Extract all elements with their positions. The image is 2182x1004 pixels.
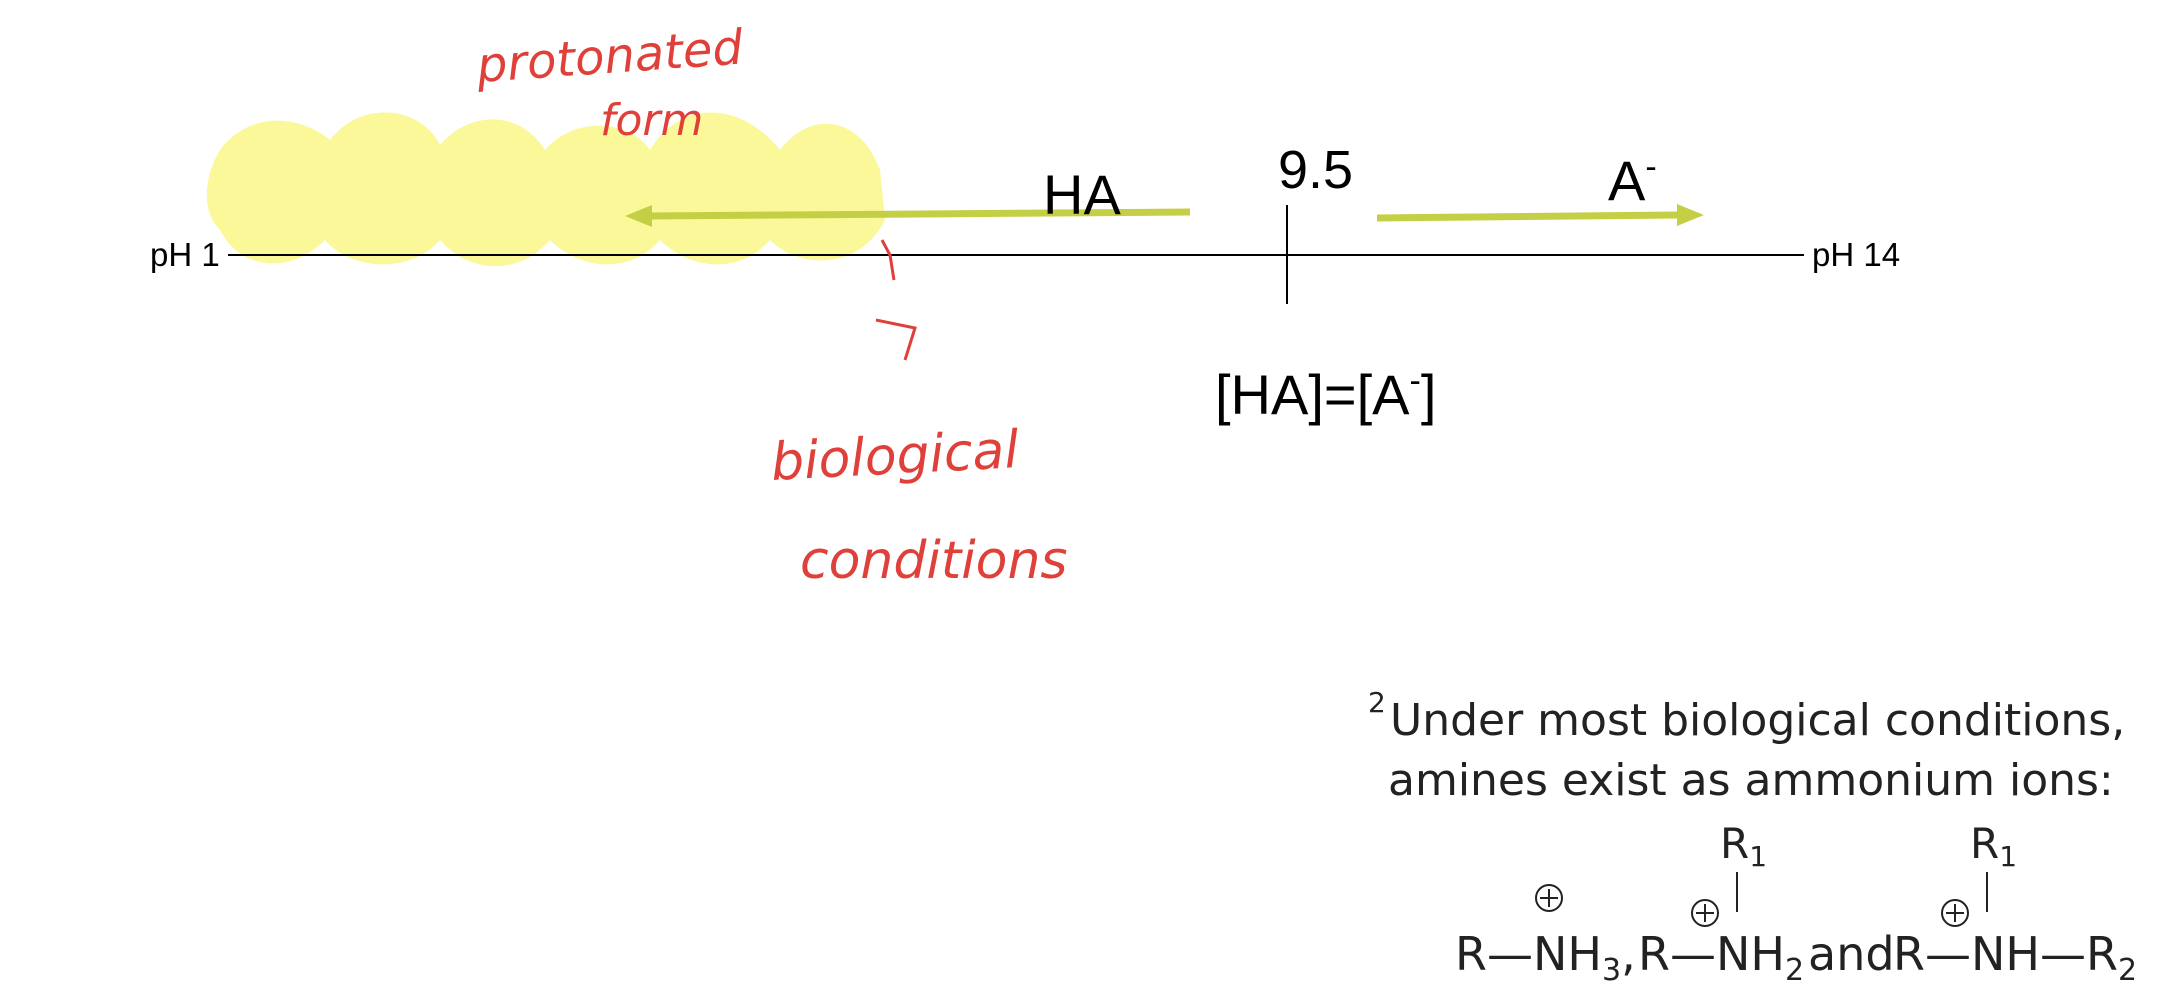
ha-arrow-head [625, 205, 652, 227]
footnote-line-1: Under most biological conditions, [1390, 695, 2125, 746]
footnote-line-2: amines exist as ammonium ions: [1388, 755, 2114, 806]
pka-value-label: 9.5 [1278, 140, 1353, 200]
biological-annotation: biological [770, 420, 1021, 493]
form-annotation: form [600, 95, 703, 146]
a-minus-arrow-head [1677, 204, 1704, 226]
secondary-ammonium: R—NH2 [1638, 927, 1804, 988]
equilibrium-label: [HA]=[A-] [1215, 362, 1436, 426]
a-minus-arrow-shaft [1376, 211, 1681, 222]
structures-connector: and [1808, 927, 1895, 981]
secondary-r1: R1 [1720, 819, 1767, 873]
ha-label: HA [1043, 163, 1121, 226]
yellow-highlight [206, 112, 885, 267]
ph-14-label: pH 14 [1812, 236, 1900, 273]
ha-arrow-shaft [647, 208, 1191, 220]
ph-1-label: pH 1 [150, 236, 220, 273]
plus-circle-icon [1691, 899, 1719, 927]
biological-ph-mark [875, 239, 917, 361]
primary-ammonium: R—NH3, [1455, 927, 1636, 988]
plus-circle-icon [1535, 884, 1563, 912]
conditions-annotation: conditions [800, 531, 1068, 591]
ammonium-structures: R—NH3, R—NH2 R1 and R—NH—R2 R1 [1455, 819, 2137, 988]
tertiary-ammonium: R—NH—R2 [1893, 927, 2137, 988]
plus-circle-icon [1941, 899, 1969, 927]
footnote-marker: 2 [1368, 686, 1386, 719]
tertiary-r1: R1 [1970, 819, 2017, 873]
protonated-annotation: protonated [474, 19, 745, 94]
a-minus-label: A- [1608, 148, 1657, 212]
